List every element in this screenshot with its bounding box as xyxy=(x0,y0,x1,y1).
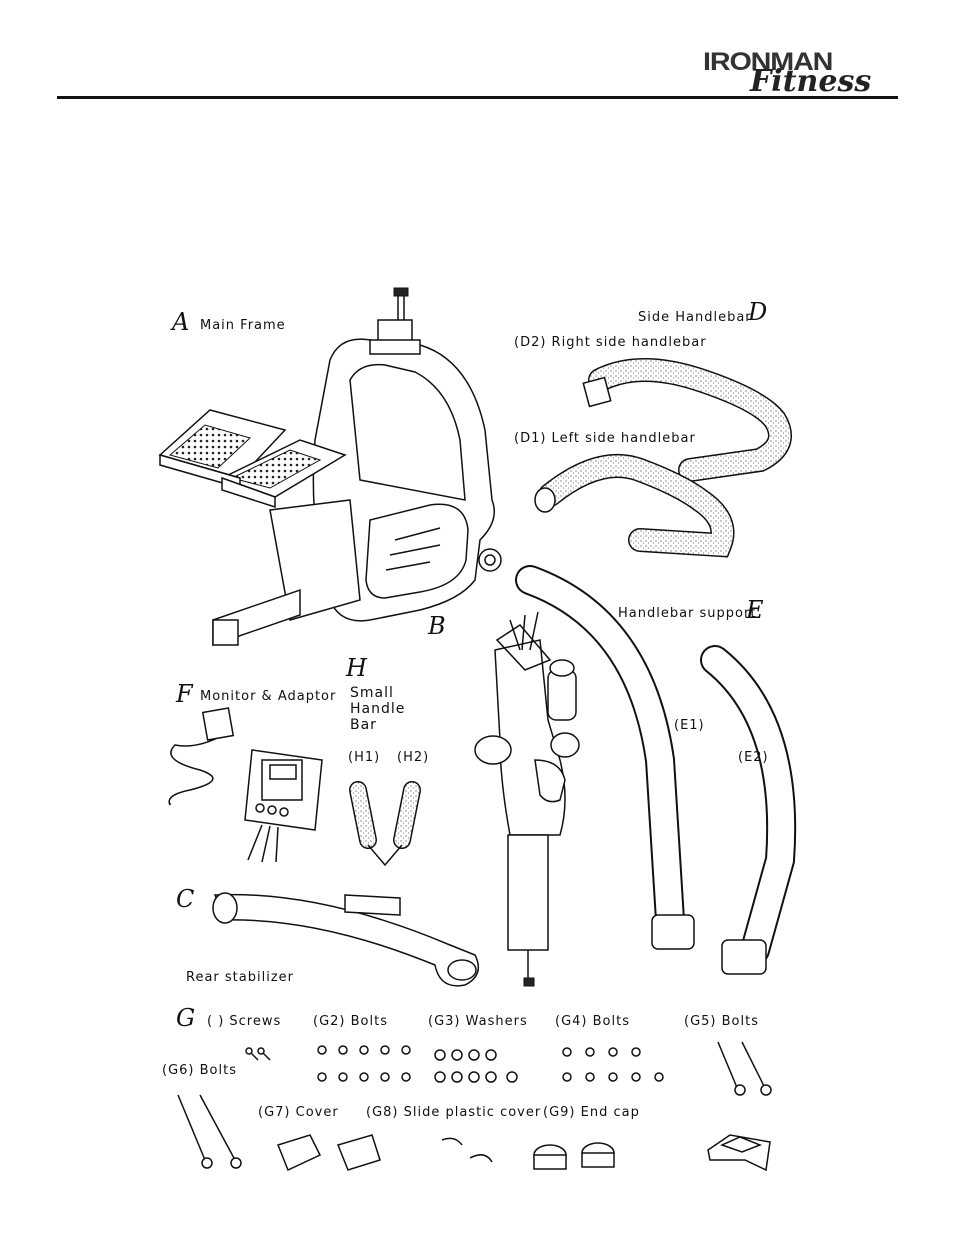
label-g4-bolts: (G4) Bolts xyxy=(555,1014,630,1029)
bolts-g2 xyxy=(317,1045,411,1082)
header-rule xyxy=(57,96,898,99)
part-letter-a: A xyxy=(172,308,190,336)
label-side-handlebar: Side Handlebar xyxy=(638,310,752,325)
label-g7-cover: (G7) Cover xyxy=(258,1105,339,1120)
label-main-frame: Main Frame xyxy=(200,318,286,333)
rear-stabilizer-drawing xyxy=(212,892,480,987)
console-mast-drawing xyxy=(474,611,580,987)
part-letter-e: E xyxy=(746,596,764,624)
part-letter-f: F xyxy=(176,680,193,708)
label-h1: (H1) xyxy=(348,750,381,765)
label-e1: (E1) xyxy=(674,718,705,733)
bracket-part xyxy=(707,1134,771,1172)
monitor-adaptor-drawing xyxy=(168,707,323,863)
washers-g3 xyxy=(434,1049,518,1083)
cover-g7 xyxy=(277,1134,381,1172)
bolts-g6 xyxy=(177,1094,242,1169)
slide-cover-g8 xyxy=(441,1137,493,1163)
label-g8-slide-cover: (G8) Slide plastic cover xyxy=(366,1105,542,1120)
screws-g1 xyxy=(245,1047,271,1061)
label-g9-end-cap: (G9) End cap xyxy=(543,1105,640,1120)
label-g5-bolts: (G5) Bolts xyxy=(684,1014,759,1029)
label-rear-stabilizer: Rear stabilizer xyxy=(186,970,294,985)
label-handlebar-support: Handlebar support xyxy=(618,606,757,621)
label-left-side-handlebar: (D1) Left side handlebar xyxy=(514,431,696,446)
label-handle: Handle xyxy=(350,701,406,717)
hardware-drawing xyxy=(177,1041,772,1172)
label-h2: (H2) xyxy=(397,750,430,765)
small-handle-bar-drawing xyxy=(349,781,421,867)
end-cap-g9 xyxy=(533,1142,615,1170)
part-letter-h: H xyxy=(346,654,367,682)
bolts-g5 xyxy=(717,1041,772,1096)
side-handlebar-drawing xyxy=(534,358,792,558)
part-letter-b: B xyxy=(428,612,446,640)
bolts-g4 xyxy=(562,1047,664,1082)
brand-logo-ironman: IRONMAN xyxy=(703,48,833,76)
part-letter-c: C xyxy=(176,885,195,913)
label-small: Small xyxy=(350,685,394,701)
label-right-side-handlebar: (D2) Right side handlebar xyxy=(514,335,707,350)
label-g6-bolts: (G6) Bolts xyxy=(162,1063,237,1078)
label-g1-screws: ( ) Screws xyxy=(207,1014,282,1029)
handlebar-support-drawing xyxy=(515,565,797,975)
label-g3-washers: (G3) Washers xyxy=(428,1014,528,1029)
label-e2: (E2) xyxy=(738,750,769,765)
label-g2-bolts: (G2) Bolts xyxy=(313,1014,388,1029)
part-letter-d: D xyxy=(748,298,768,326)
main-frame-drawing xyxy=(158,287,502,647)
label-monitor-adaptor: Monitor & Adaptor xyxy=(200,689,337,704)
brand-logo-fitness: Fitness xyxy=(750,64,872,99)
part-letter-g: G xyxy=(176,1004,196,1032)
label-bar: Bar xyxy=(350,717,377,733)
